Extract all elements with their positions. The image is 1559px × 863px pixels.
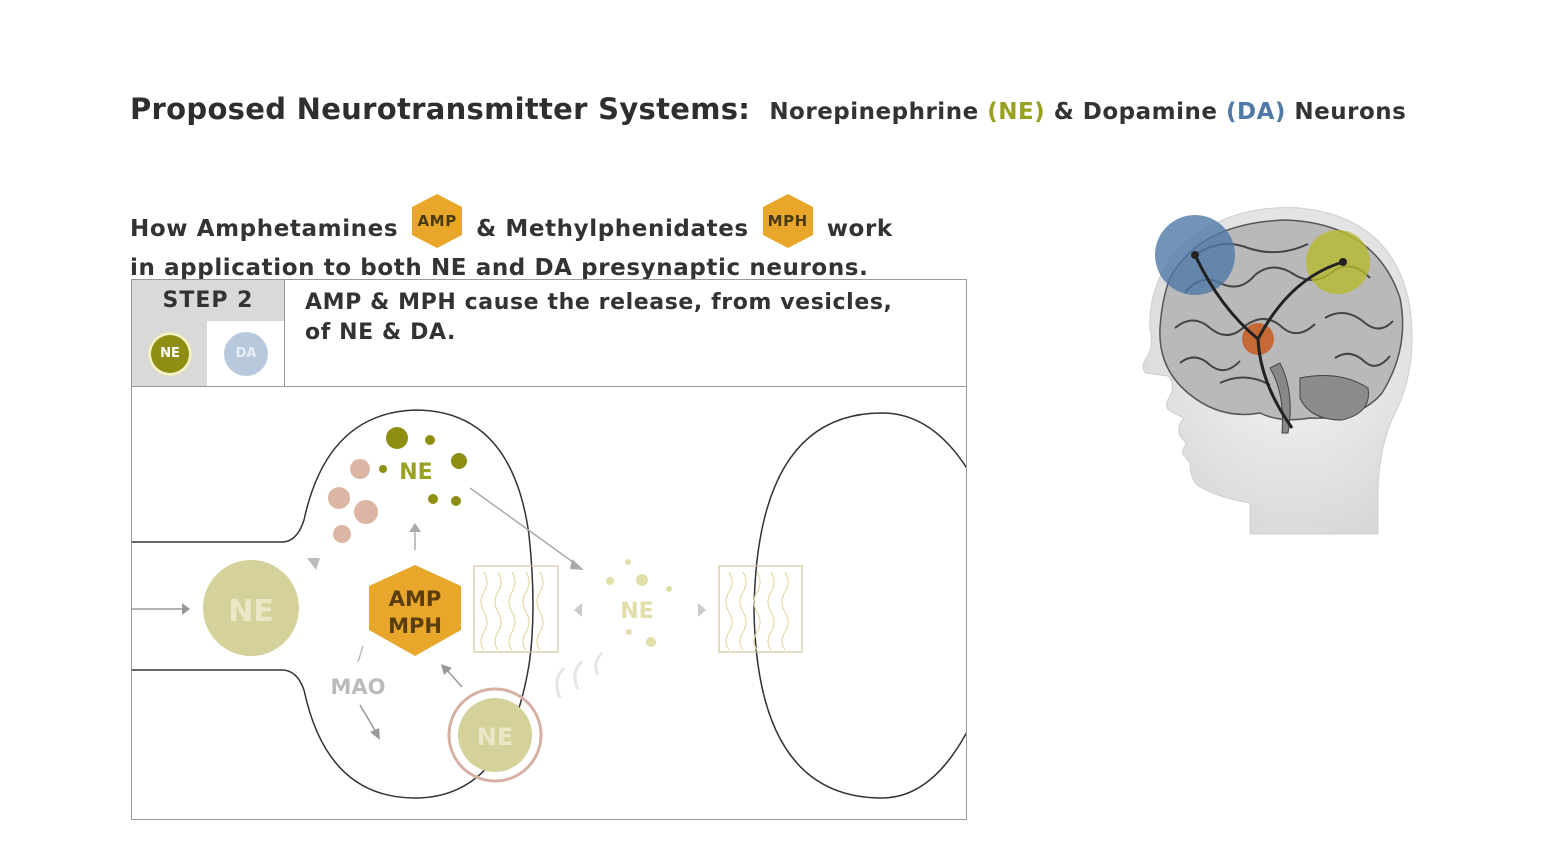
ne-synapse-label: NE bbox=[620, 599, 653, 624]
mao-label: MAO bbox=[330, 675, 385, 699]
uptake-arrow bbox=[445, 668, 463, 688]
intro-line-1: How Amphetamines AMP & Methylphenidates MPH… bbox=[130, 192, 893, 250]
mph-badge-label: MPH bbox=[767, 212, 808, 230]
intro-work: work bbox=[826, 216, 893, 242]
inflow-arrowhead bbox=[182, 603, 190, 615]
ne-synapse-dot bbox=[646, 637, 656, 647]
uptake-arrowhead bbox=[441, 664, 452, 675]
node-yellow bbox=[1339, 258, 1347, 266]
header-divider bbox=[284, 386, 966, 387]
synapse-diagram: NE NE AMP MPH bbox=[132, 409, 966, 799]
ne-dot bbox=[379, 465, 387, 473]
pink-dot bbox=[333, 525, 351, 543]
title-main: Proposed Neurotransmitter Systems: bbox=[130, 92, 751, 126]
cerebellum bbox=[1299, 375, 1369, 421]
amp-mph-hexagon bbox=[369, 565, 461, 656]
ne-dot bbox=[428, 494, 438, 504]
release-arrow bbox=[469, 487, 578, 566]
ne-vesicle-label: NE bbox=[399, 460, 432, 485]
ne-synapse-dot bbox=[606, 577, 614, 585]
ne-dot bbox=[425, 435, 435, 445]
intro-line-2: in application to both NE and DA presyna… bbox=[130, 255, 869, 281]
mao-arrowhead bbox=[370, 728, 380, 740]
mao-arrow-down bbox=[359, 704, 377, 733]
synapse-left-arrowhead bbox=[574, 603, 582, 617]
up-arrowhead bbox=[409, 523, 421, 532]
region-yellow bbox=[1306, 230, 1370, 294]
ne-dot bbox=[451, 453, 467, 469]
pink-dot bbox=[350, 459, 370, 479]
ne-synapse-dot bbox=[666, 586, 672, 592]
subtitle-neurons: Neurons bbox=[1294, 99, 1407, 125]
amp-mph-label-2: MPH bbox=[388, 614, 442, 638]
page-title: Proposed Neurotransmitter Systems: Norep… bbox=[130, 92, 1406, 126]
intro-amphetamines: How Amphetamines bbox=[130, 216, 399, 242]
header-divider-left bbox=[132, 386, 284, 387]
ne-dot bbox=[386, 427, 408, 449]
step-panel: NE NE AMP MPH bbox=[131, 279, 967, 820]
mao-line-up bbox=[357, 645, 364, 663]
transporter-left bbox=[473, 565, 559, 653]
pathway-lines bbox=[1193, 254, 1344, 429]
amp-badge-label: AMP bbox=[417, 212, 457, 230]
synapse-right-arrowhead bbox=[698, 603, 706, 617]
subtitle-norepinephrine: Norepinephrine bbox=[769, 99, 979, 125]
step-label: STEP 2 bbox=[132, 280, 285, 321]
ne-badge: NE bbox=[148, 332, 192, 376]
tab-da[interactable]: DA bbox=[207, 321, 284, 387]
transporter-right bbox=[718, 565, 803, 653]
ne-reuptake-ring bbox=[447, 687, 543, 783]
ne-large-label: NE bbox=[228, 594, 274, 629]
intro-text: How Amphetamines AMP & Methylphenidates MPH… bbox=[130, 192, 893, 286]
title-subtitle: Norepinephrine (NE) & Dopamine (DA) Neur… bbox=[769, 99, 1406, 125]
flow-arrowhead-small bbox=[307, 558, 320, 570]
step-tabs: NE DA bbox=[132, 321, 285, 387]
step-description: AMP & MPH cause the release, from vesicl… bbox=[305, 288, 893, 348]
ne-reuptake-circle bbox=[458, 698, 532, 772]
release-arrowhead bbox=[570, 559, 584, 570]
ne-synapse-dot bbox=[626, 629, 632, 635]
subtitle-dopamine: & Dopamine bbox=[1053, 99, 1218, 125]
ne-large-circle bbox=[203, 560, 299, 656]
subtitle-ne: (NE) bbox=[987, 99, 1046, 125]
release-waves bbox=[555, 651, 604, 699]
presynaptic-neuron-outline bbox=[132, 409, 534, 799]
pink-dot bbox=[354, 500, 378, 524]
tab-ne[interactable]: NE bbox=[132, 321, 207, 387]
subtitle-da: (DA) bbox=[1225, 99, 1286, 125]
amp-hex-icon: AMP bbox=[408, 192, 466, 250]
mph-hex-icon: MPH bbox=[759, 192, 817, 250]
step-description-line-2: of NE & DA. bbox=[305, 320, 456, 345]
head-brain-illustration bbox=[1142, 207, 1413, 535]
ne-dot bbox=[451, 496, 461, 506]
intro-methylphenidates: & Methylphenidates bbox=[476, 216, 749, 242]
postsynaptic-neuron-outline bbox=[753, 412, 966, 799]
node-blue bbox=[1191, 251, 1199, 259]
amp-mph-label-1: AMP bbox=[389, 587, 442, 611]
ne-reuptake-label: NE bbox=[477, 723, 513, 751]
step-description-line-1: AMP & MPH cause the release, from vesicl… bbox=[305, 290, 893, 315]
ne-synapse-dot bbox=[625, 559, 631, 565]
da-badge: DA bbox=[224, 332, 268, 376]
ne-synapse-dot bbox=[636, 574, 648, 586]
pink-dot bbox=[328, 487, 350, 509]
